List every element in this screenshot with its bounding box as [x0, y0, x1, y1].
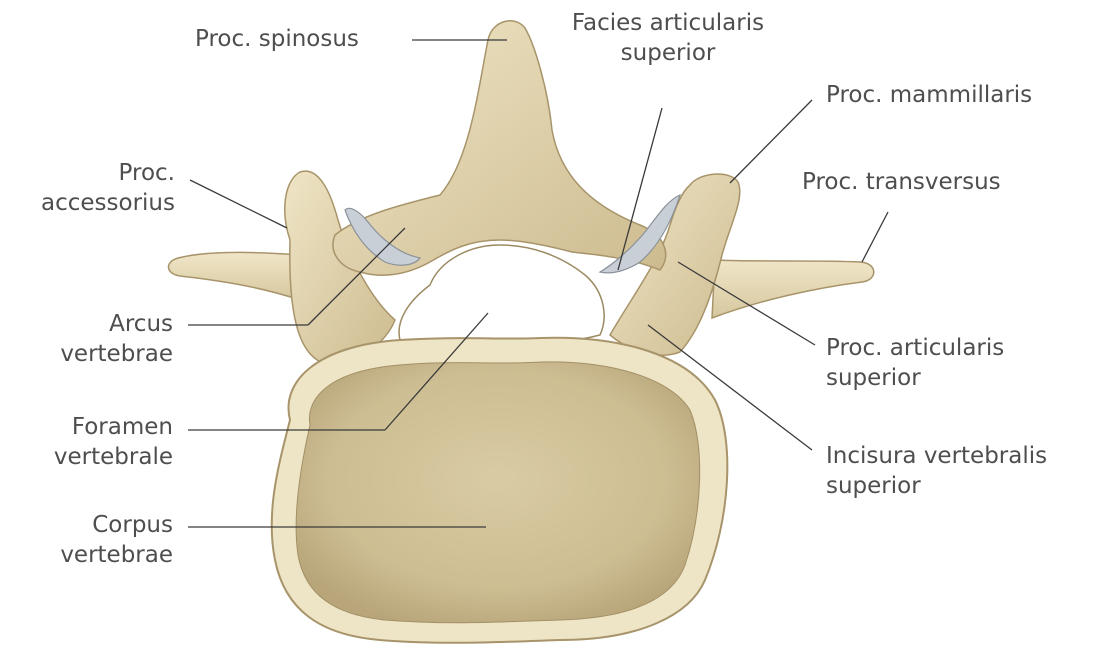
vertebral-body-surface: [296, 362, 700, 623]
label-corpus-line2: vertebrae: [0, 540, 173, 570]
label-proc-transversus: Proc. transversus: [802, 167, 1001, 197]
label-arcus-line2: vertebrae: [0, 339, 173, 369]
label-foramen-line1: Foramen: [0, 412, 173, 442]
left-transverse-process: [168, 252, 300, 300]
leader-proc-transversus: [862, 212, 888, 262]
label-proc-spinosus-text: Proc. spinosus: [195, 24, 359, 54]
label-proc-articularis-superior: Proc. articularis superior: [826, 333, 1004, 393]
label-foramen-vertebrale: Foramen vertebrale: [0, 412, 173, 472]
label-proc-transversus-text: Proc. transversus: [802, 167, 1001, 197]
right-transverse-process: [712, 260, 874, 318]
leader-proc-accessorius: [190, 180, 287, 228]
label-proc-articularis-line2: superior: [826, 363, 1004, 393]
label-proc-mammillaris: Proc. mammillaris: [826, 80, 1032, 110]
label-arcus-vertebrae: Arcus vertebrae: [0, 309, 173, 369]
label-proc-accessorius-line1: Proc.: [0, 158, 175, 188]
label-facies-line1: Facies articularis: [557, 8, 779, 38]
label-proc-accessorius-line2: accessorius: [0, 188, 175, 218]
leader-proc-mammillaris: [730, 100, 812, 183]
label-corpus-line1: Corpus: [0, 510, 173, 540]
label-proc-accessorius: Proc. accessorius: [0, 158, 175, 218]
label-facies-articularis-superior: Facies articularis superior: [557, 8, 779, 68]
label-corpus-vertebrae: Corpus vertebrae: [0, 510, 173, 570]
label-proc-spinosus: Proc. spinosus: [195, 24, 359, 54]
label-foramen-line2: vertebrale: [0, 442, 173, 472]
label-incisura-vertebralis-superior: Incisura vertebralis superior: [826, 441, 1047, 501]
label-arcus-line1: Arcus: [0, 309, 173, 339]
label-incisura-line1: Incisura vertebralis: [826, 441, 1047, 471]
label-proc-articularis-line1: Proc. articularis: [826, 333, 1004, 363]
label-proc-mammillaris-text: Proc. mammillaris: [826, 80, 1032, 110]
label-facies-line2: superior: [557, 38, 779, 68]
label-incisura-line2: superior: [826, 471, 1047, 501]
